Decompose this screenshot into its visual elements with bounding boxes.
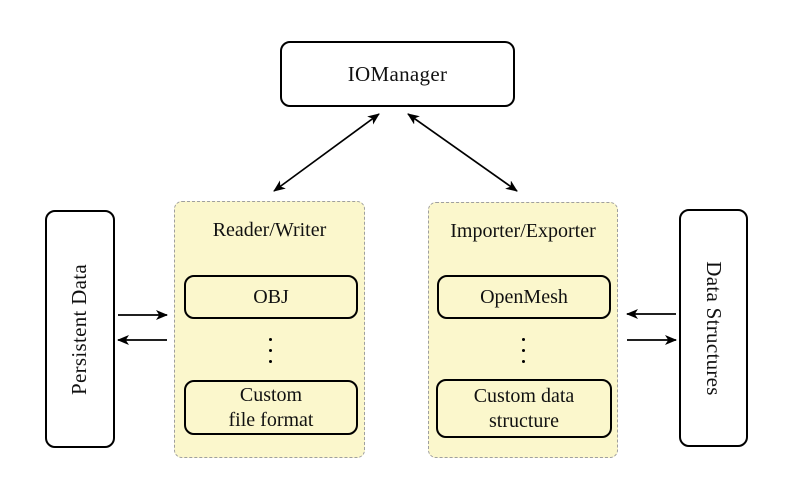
item-custom-data-structure-line2: structure <box>489 409 559 432</box>
node-data-structures: Data Structures <box>679 209 748 447</box>
arrow-iomanager-importerexporter <box>407 113 518 192</box>
node-persistent-data: Persistent Data <box>45 210 115 448</box>
item-custom-file-format-line1: Custom <box>239 384 303 407</box>
vertical-dots-icon <box>269 338 272 363</box>
data-structures-label: Data Structures <box>702 260 727 396</box>
item-custom-data-structure-line1: Custom data <box>473 385 575 408</box>
panel-importer-exporter: Importer/Exporter OpenMesh Custom data s… <box>428 202 618 458</box>
node-io-manager: IOManager <box>280 41 515 107</box>
panel-reader-writer: Reader/Writer OBJ Custom file format <box>174 201 365 458</box>
item-openmesh-label: OpenMesh <box>480 285 568 308</box>
vertical-dots-icon <box>522 338 525 363</box>
item-custom-file-format-line2: file format <box>228 408 314 431</box>
item-obj: OBJ <box>184 275 358 319</box>
item-custom-file-format: Custom file format <box>184 380 358 435</box>
item-custom-data-structure: Custom data structure <box>436 379 612 438</box>
persistent-data-label: Persistent Data <box>67 263 92 395</box>
item-obj-label: OBJ <box>253 285 289 308</box>
importer-exporter-title: Importer/Exporter <box>450 220 596 242</box>
io-manager-label: IOManager <box>347 61 448 86</box>
item-openmesh: OpenMesh <box>437 275 611 319</box>
arrow-iomanager-readerwriter <box>273 113 380 192</box>
reader-writer-title: Reader/Writer <box>212 219 327 241</box>
